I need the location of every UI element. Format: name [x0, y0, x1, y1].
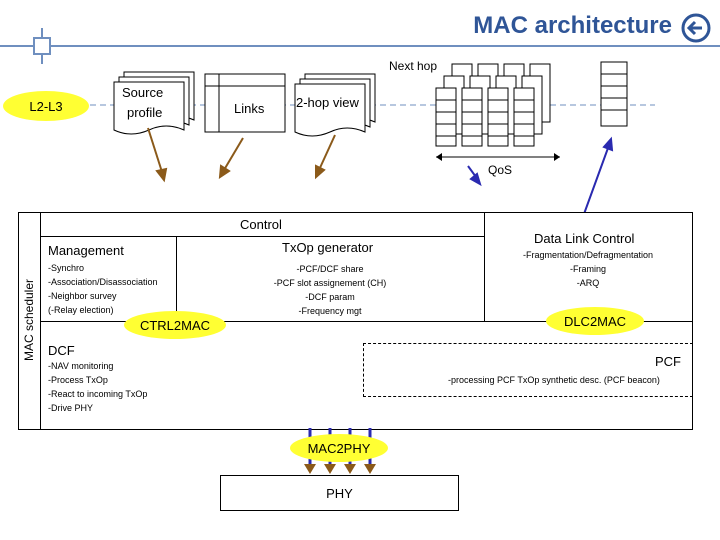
- qos-range-arrow: [436, 153, 560, 161]
- blue-arrows: [467, 136, 614, 215]
- dlc2mac-oval: DLC2MAC: [546, 307, 644, 335]
- dlc-item: -ARQ: [576, 278, 600, 288]
- txop-item: -DCF param: [305, 292, 355, 302]
- management-list: -Synchro -Association/Disassociation -Ne…: [48, 261, 158, 317]
- control-dlc-divider: [484, 212, 485, 321]
- brown-arrows: [147, 127, 336, 183]
- txop-list: -PCF/DCF share -PCF slot assignement (CH…: [230, 262, 430, 318]
- dlc-title: Data Link Control: [534, 231, 635, 246]
- links-label: Links: [234, 101, 265, 116]
- source-profile-label-2: profile: [127, 105, 163, 120]
- pcf-box: [363, 343, 693, 397]
- dcf-item: -React to incoming TxOp: [48, 389, 148, 399]
- management-title: Management: [48, 243, 124, 258]
- txop-item: -Frequency mgt: [298, 306, 362, 316]
- single-queue-icon: [600, 61, 628, 127]
- txop-item: -PCF slot assignement (CH): [273, 278, 387, 288]
- source-profile-label-1: Source: [122, 85, 164, 100]
- page-title: MAC architecture: [473, 12, 672, 39]
- txop-item: -PCF/DCF share: [296, 264, 364, 274]
- two-hop-label: 2-hop view: [296, 95, 359, 110]
- management-item: -Association/Disassociation: [48, 277, 158, 287]
- dlc-list: -Fragmentation/Defragmentation -Framing …: [500, 248, 676, 290]
- links-table-icon: [204, 73, 286, 133]
- mac-scheduler-label: MAC scheduler: [22, 278, 36, 362]
- control-divider: [40, 236, 485, 237]
- dcf-title: DCF: [48, 343, 75, 358]
- two-hop-doc-icon: [294, 73, 376, 137]
- pcf-item: -processing PCF TxOp synthetic desc. (PC…: [448, 375, 660, 385]
- management-item: (-Relay election): [48, 305, 114, 315]
- mgmt-txop-divider: [176, 236, 177, 321]
- source-profile-doc-icon: [113, 71, 195, 135]
- txop-title: TxOp generator: [282, 240, 374, 255]
- control-mac-divider: [40, 321, 693, 322]
- control-label: Control: [240, 217, 282, 232]
- header-square: [33, 37, 51, 55]
- dcf-item: -Process TxOp: [48, 375, 108, 385]
- dcf-item: -NAV monitoring: [48, 361, 114, 371]
- dcf-item: -Drive PHY: [48, 403, 94, 413]
- mac2phy-oval: MAC2PHY: [290, 434, 388, 462]
- dcf-list: -NAV monitoring -Process TxOp -React to …: [48, 359, 147, 415]
- l2-l3-oval: L2-L3: [3, 91, 89, 121]
- next-hop-label: Next hop: [389, 59, 438, 73]
- dlc-item: -Framing: [569, 264, 606, 274]
- back-arrow-icon[interactable]: [680, 12, 712, 44]
- management-item: -Synchro: [48, 263, 85, 273]
- phy-box: PHY: [220, 475, 459, 511]
- dlc-item: -Fragmentation/Defragmentation: [522, 250, 654, 260]
- ctrl2mac-oval: CTRL2MAC: [124, 311, 226, 339]
- queue-cubes-icon: [435, 63, 551, 147]
- pcf-title: PCF: [655, 354, 681, 369]
- management-item: -Neighbor survey: [48, 291, 117, 301]
- qos-label: QoS: [488, 163, 513, 177]
